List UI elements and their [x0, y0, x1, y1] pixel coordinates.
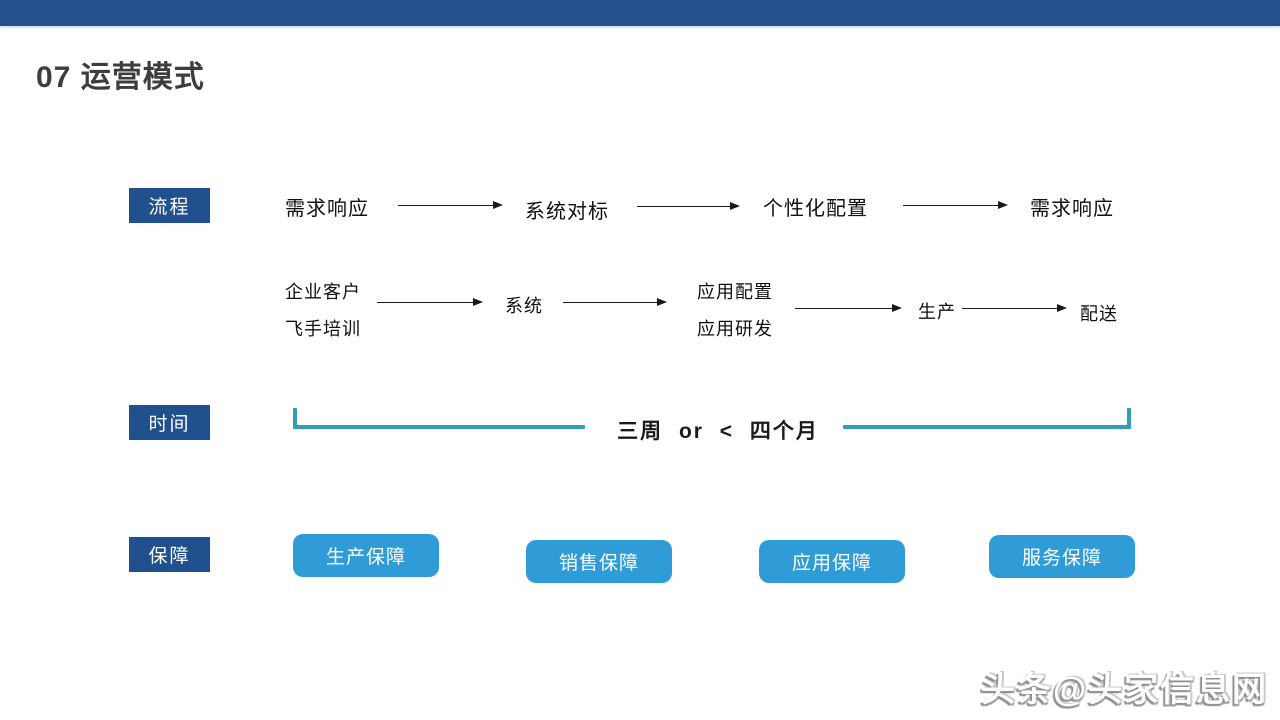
guarantee-button-sales: 销售保障 — [526, 540, 672, 583]
timeline-right-segment — [843, 425, 1131, 429]
flow-arrow — [962, 304, 1067, 312]
flow-arrow — [903, 201, 1008, 209]
guarantee-button-service: 服务保障 — [989, 535, 1135, 578]
timeline-left-tick — [293, 408, 297, 429]
flow-arrow — [398, 201, 503, 209]
process-label: 流程 — [129, 188, 210, 223]
top-accent-bar — [0, 0, 1280, 26]
timeline-duration-text: 三周 or < 四个月 — [617, 420, 819, 443]
flow-arrow — [377, 298, 483, 306]
flow2-app-config: 应用配置 — [697, 282, 773, 302]
time-label: 时间 — [129, 405, 210, 440]
guarantee-button-production: 生产保障 — [293, 534, 439, 577]
watermark-text: 头条@头家信息网 — [980, 671, 1268, 709]
flow2-delivery: 配送 — [1080, 304, 1118, 324]
timeline-left-segment — [293, 425, 585, 429]
flow2-app-rnd: 应用研发 — [697, 319, 773, 339]
flow1-step-system-benchmark: 系统对标 — [525, 201, 609, 223]
page-title: 07 运营模式 — [36, 61, 205, 94]
flow-arrow — [795, 304, 902, 312]
flow2-production: 生产 — [918, 302, 956, 322]
guarantee-button-application: 应用保障 — [759, 540, 905, 583]
flow1-step-demand-response: 需求响应 — [285, 198, 369, 220]
flow-arrow — [637, 202, 740, 210]
timeline-right-tick — [1127, 408, 1131, 429]
guarantee-label: 保障 — [129, 537, 210, 572]
flow2-pilot-training: 飞手培训 — [285, 319, 361, 339]
flow2-enterprise-clients: 企业客户 — [285, 282, 361, 302]
flow1-step-demand-response-2: 需求响应 — [1030, 198, 1114, 220]
flow-arrow — [563, 298, 667, 306]
flow1-step-custom-config: 个性化配置 — [763, 198, 868, 220]
flow2-system: 系统 — [505, 296, 543, 316]
